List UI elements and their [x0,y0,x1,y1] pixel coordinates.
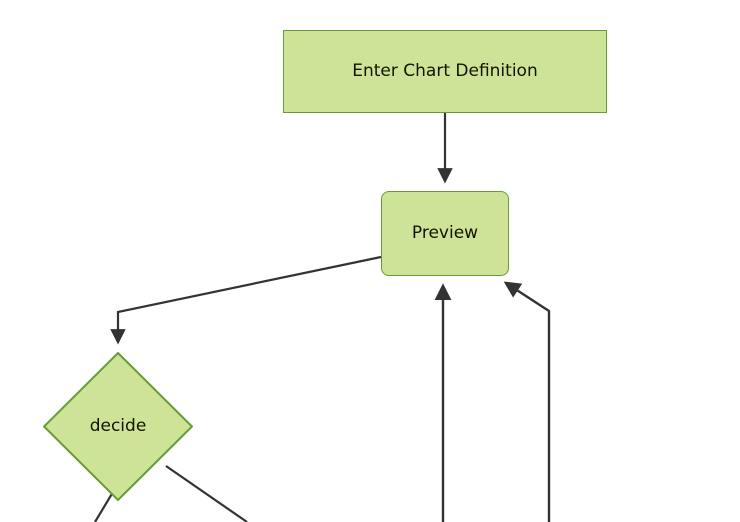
edge-into-preview-bottom-right [503,281,551,522]
edge-decide-out-right [165,465,248,522]
diamond-shape [43,352,193,501]
node-preview[interactable]: Preview [381,191,509,276]
node-label: Enter Chart Definition [352,61,538,81]
node-enter-chart-definition[interactable]: Enter Chart Definition [283,30,607,113]
node-decide[interactable]: decide [43,352,193,501]
node-label: Preview [411,223,479,243]
edge-preview-to-decide [110,255,382,345]
edge-decide-out-bottom [94,491,114,522]
node-label: decide [89,416,147,436]
